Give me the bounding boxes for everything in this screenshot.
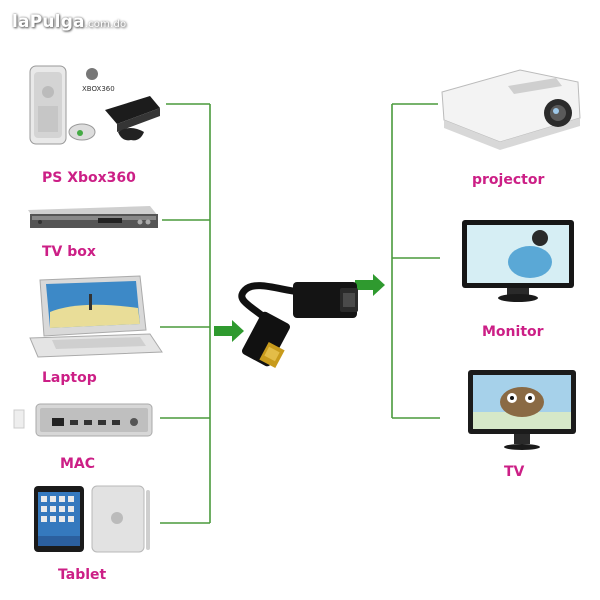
laptop-icon xyxy=(30,276,162,357)
label-mac: MAC xyxy=(60,456,95,472)
hdmi-vga-adapter-icon xyxy=(241,282,358,368)
input-arrow-icon xyxy=(214,320,244,342)
watermark-main: laPulga xyxy=(12,12,85,32)
watermark-suffix: .com.do xyxy=(85,19,127,30)
label-laptop: Laptop xyxy=(42,370,97,386)
tv-box-icon xyxy=(28,206,158,228)
xbox-logo-text: XBOX360 xyxy=(82,85,115,93)
label-ps-xbox360: PS Xbox360 xyxy=(42,170,136,186)
tv-icon xyxy=(468,370,576,450)
tablet-back-icon xyxy=(92,486,150,552)
projector-icon xyxy=(442,70,580,150)
monitor-icon xyxy=(462,220,574,302)
label-projector: projector xyxy=(472,172,544,188)
label-tablet: Tablet xyxy=(58,567,106,583)
label-tv-box: TV box xyxy=(42,244,96,260)
tablet-icon xyxy=(34,486,84,552)
right-connector-lines xyxy=(392,104,440,418)
watermark-logo: laPulga.com.do xyxy=(12,12,126,32)
label-monitor: Monitor xyxy=(482,324,544,340)
game-console-icon xyxy=(30,66,160,144)
mac-mini-icon xyxy=(14,404,152,436)
label-tv: TV xyxy=(504,464,524,480)
output-arrow-icon xyxy=(355,274,385,296)
left-connector-lines xyxy=(160,104,210,523)
